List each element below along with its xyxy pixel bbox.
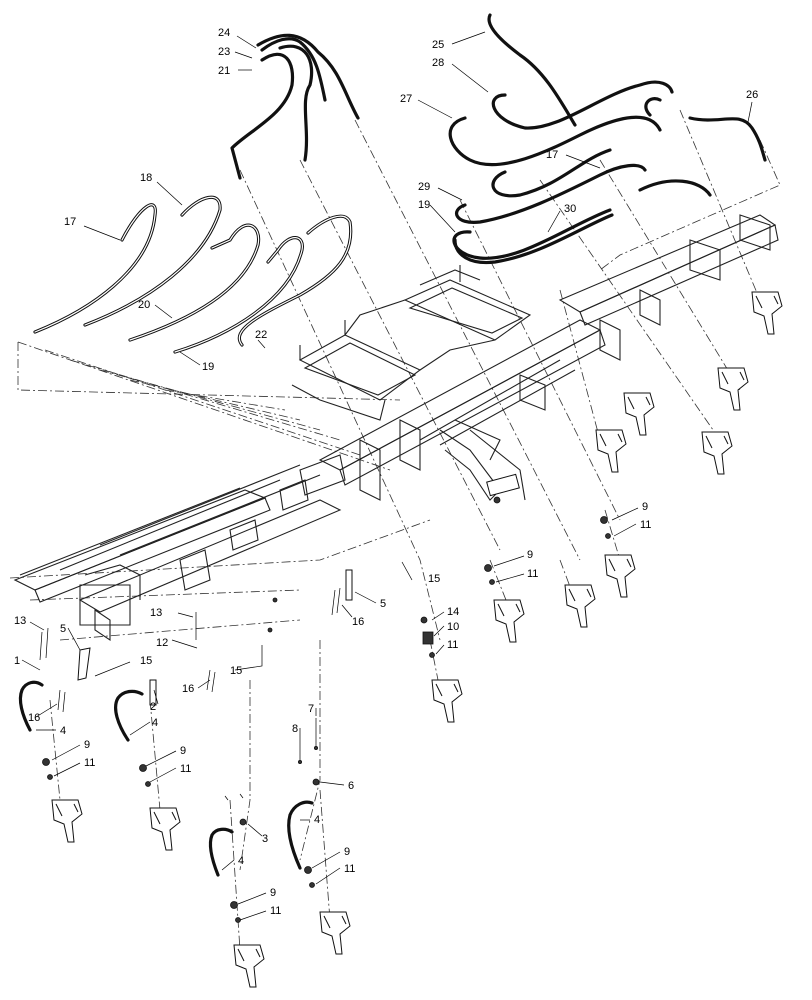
callout-4: 4	[238, 855, 244, 867]
callout-9: 9	[527, 549, 533, 561]
callout-18: 18	[140, 172, 152, 184]
callout-11: 11	[527, 568, 538, 580]
callout-28: 28	[432, 57, 444, 69]
callout-29: 29	[418, 181, 430, 193]
callout-21: 21	[218, 65, 230, 77]
callout-17: 17	[64, 216, 76, 228]
hose-group-top	[230, 33, 360, 180]
callout-9: 9	[180, 745, 186, 757]
callout-4: 4	[152, 717, 158, 729]
callout-3: 3	[262, 833, 268, 845]
callout-26: 26	[746, 89, 758, 101]
callout-1: 1	[14, 655, 20, 667]
callout-9: 9	[84, 739, 90, 751]
callout-16: 16	[352, 616, 364, 628]
callout-9: 9	[344, 846, 350, 858]
callout-5: 5	[60, 623, 66, 635]
callout-labels: 24 23 21 25 28 27 26 17 29 19 30 18 17 2…	[14, 27, 758, 917]
callout-6: 6	[348, 780, 354, 792]
sweep-tools	[51, 291, 783, 988]
callout-11: 11	[180, 763, 191, 775]
callout-14: 14	[447, 606, 459, 618]
callout-5: 5	[380, 598, 386, 610]
callout-30: 30	[564, 203, 576, 215]
callout-22: 22	[255, 329, 267, 341]
callout-9: 9	[642, 501, 648, 513]
hose-group-left	[33, 195, 353, 354]
callout-19: 19	[418, 199, 430, 211]
platform-baskets	[291, 265, 532, 421]
callout-17: 17	[546, 149, 558, 161]
callout-16: 16	[182, 683, 194, 695]
callout-11: 11	[344, 863, 355, 875]
callout-leaders	[21, 31, 753, 921]
lower-hoses	[18, 680, 314, 877]
callout-8: 8	[292, 723, 298, 735]
callout-15: 15	[140, 655, 152, 667]
callout-7: 7	[308, 703, 314, 715]
callout-10: 10	[447, 621, 459, 633]
callout-25: 25	[432, 39, 444, 51]
callout-4: 4	[60, 725, 66, 737]
callout-24: 24	[218, 27, 230, 39]
left-wing-frame	[13, 454, 346, 642]
callout-11: 11	[270, 905, 281, 917]
callout-16: 16	[28, 712, 40, 724]
callout-13: 13	[14, 615, 26, 627]
callout-19: 19	[202, 361, 214, 373]
callout-15: 15	[428, 573, 440, 585]
callout-27: 27	[400, 93, 412, 105]
fittings	[39, 516, 611, 923]
callout-20: 20	[138, 299, 150, 311]
callout-2: 2	[150, 701, 156, 713]
callout-11: 11	[640, 519, 651, 531]
main-frame	[318, 214, 779, 504]
callout-15: 15	[230, 665, 242, 677]
callout-4: 4	[314, 814, 320, 826]
callout-12: 12	[156, 637, 168, 649]
callout-23: 23	[218, 46, 230, 58]
callout-11: 11	[84, 757, 95, 769]
callout-13: 13	[150, 607, 162, 619]
callout-11: 11	[447, 639, 458, 651]
callout-9: 9	[270, 887, 276, 899]
hose-group-right	[448, 13, 767, 265]
